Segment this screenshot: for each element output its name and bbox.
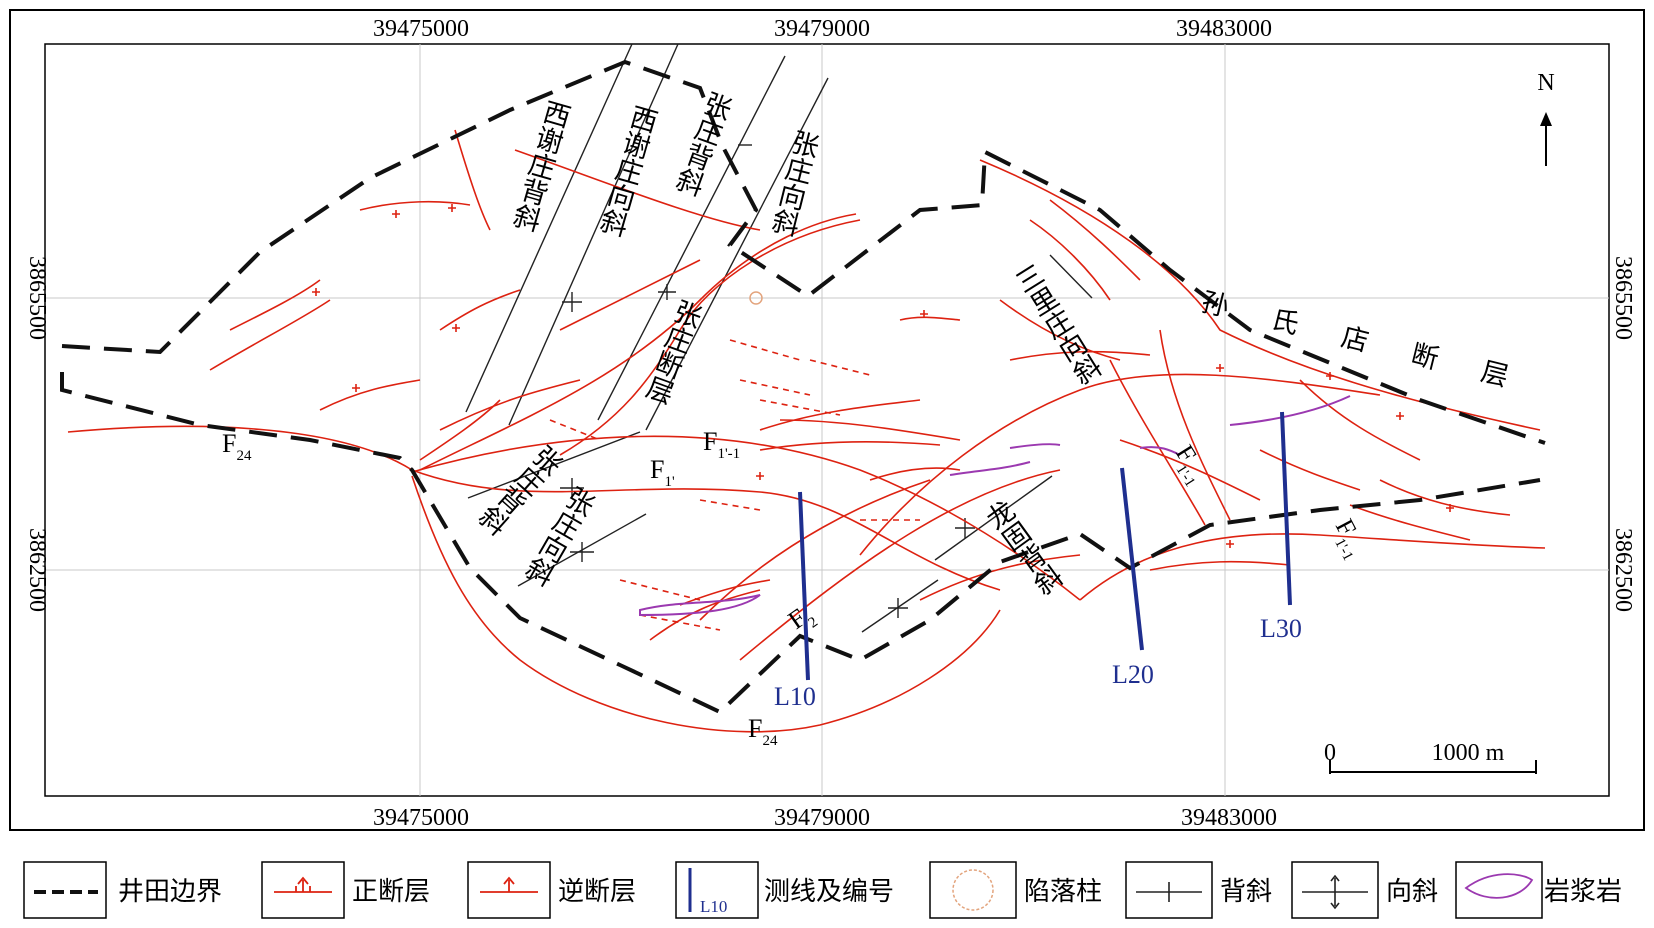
legend-label-survey-line: 测线及编号 [764, 877, 894, 907]
fault-f2 [739, 469, 1061, 661]
legend-label-reverse-fault: 逆断层 [558, 877, 636, 907]
north-arrow-icon [1540, 112, 1552, 166]
legend-box-anticline [1125, 861, 1213, 919]
bottom-x-label-1: 39475000 [373, 805, 469, 831]
legend-box-normal-fault [261, 861, 345, 919]
bottom-x-label-2: 39479000 [774, 805, 870, 831]
mine-field-boundary [60, 59, 1546, 715]
survey-label-l10: L10 [774, 682, 816, 711]
minor-fault-fragments [549, 339, 920, 631]
label-xixiezhuang-syncline: 西谢庄向斜 [593, 101, 660, 239]
fault-f1-secondary [411, 469, 1001, 591]
fault-zhangzhuang-2 [559, 219, 861, 456]
label-xixiezhuang-anticline: 西谢庄背斜 [506, 96, 573, 234]
bottom-x-label-3: 39483000 [1181, 805, 1277, 831]
label-zhangzhuang-fault: 张庄断层 [638, 295, 705, 407]
syncline-icon [1302, 874, 1368, 910]
legend-box-collapse-column [929, 861, 1017, 919]
label-f2: F2 [783, 599, 821, 640]
fold-axes [465, 43, 1093, 633]
top-x-label-3: 39483000 [1176, 16, 1272, 42]
fault-ticks [312, 204, 1454, 548]
legend-label-magmatic-rock: 岩浆岩 [1544, 877, 1622, 907]
fault-central [859, 373, 1381, 556]
fault-s1 [699, 479, 931, 621]
scale-bar [1329, 760, 1537, 774]
reverse-fault-icon [480, 876, 538, 893]
map-border [44, 43, 1610, 797]
fold-axis-ticks [560, 144, 975, 618]
label-f1-1: F1'-1 [703, 427, 740, 462]
survey-label-l20: L20 [1112, 660, 1154, 689]
legend-label-anticline: 背斜 [1220, 877, 1272, 907]
label-f1: F1' [650, 455, 675, 490]
anticline-icon [1136, 882, 1202, 902]
label-sanliwang-syncline: 三里庄向斜 [1007, 260, 1105, 391]
legend-box-magmatic-rock [1455, 861, 1543, 919]
survey-label-l30: L30 [1260, 614, 1302, 643]
label-f24-west: F24 [222, 429, 252, 464]
normal-fault-icon [274, 876, 332, 893]
outer-frame [9, 9, 1645, 831]
scale-zero: 0 [1324, 740, 1336, 766]
north-arrow-label: N [1537, 70, 1554, 96]
top-x-label-1: 39475000 [373, 16, 469, 42]
legend-label-collapse-column: 陷落柱 [1024, 877, 1102, 907]
top-x-label-2: 39479000 [774, 16, 870, 42]
fault-north-south-1 [1159, 329, 1231, 521]
legend-box-survey-line [675, 861, 759, 919]
label-f1-1-south: F1'-1 [1324, 514, 1372, 563]
coordinate-grid [45, 44, 1609, 796]
survey-line-l10 [798, 491, 810, 681]
label-longgu-anticline: 龙固背斜 [977, 495, 1066, 601]
collapse-column-icon [952, 869, 994, 911]
left-y-label-1: 3865500 [24, 256, 50, 340]
label-zhangzhuang-anticline-north: 张庄背斜 [668, 87, 735, 199]
legend-survey-sample: L10 [700, 897, 727, 916]
fault-f1-1-east [1079, 533, 1546, 601]
fault-f24-south [411, 475, 1001, 733]
fault-sunshidian [979, 159, 1541, 431]
legend-box-syncline [1291, 861, 1379, 919]
fault-network [67, 129, 1546, 733]
legend-box-boundary [23, 861, 107, 919]
legend-label-boundary: 井田边界 [118, 877, 222, 907]
survey-lines [798, 411, 1292, 681]
fault-f1-main [411, 435, 1081, 601]
legend-label-syncline: 向斜 [1386, 877, 1438, 907]
left-y-label-2: 3862500 [24, 528, 50, 612]
survey-line-l30 [1280, 411, 1292, 606]
legend-box-reverse-fault [467, 861, 551, 919]
legend: 井田边界 正断层 逆断层 L10 测线及编号 陷落柱 [23, 861, 1622, 919]
collapse-column-marker [749, 291, 763, 305]
label-f24-south: F24 [748, 714, 778, 749]
right-y-label-2: 3862500 [1610, 528, 1636, 612]
magmatic-rock-icon [1464, 873, 1534, 899]
label-f1-1-east: F1'-1 [1165, 440, 1214, 490]
survey-line-l20 [1120, 467, 1144, 651]
fault-zhangzhuang-1 [419, 213, 857, 471]
right-y-label-1: 3865500 [1610, 256, 1636, 340]
scale-distance: 1000 m [1432, 740, 1505, 766]
magmatic-rock-bodies [639, 395, 1351, 617]
legend-label-normal-fault: 正断层 [352, 877, 430, 907]
